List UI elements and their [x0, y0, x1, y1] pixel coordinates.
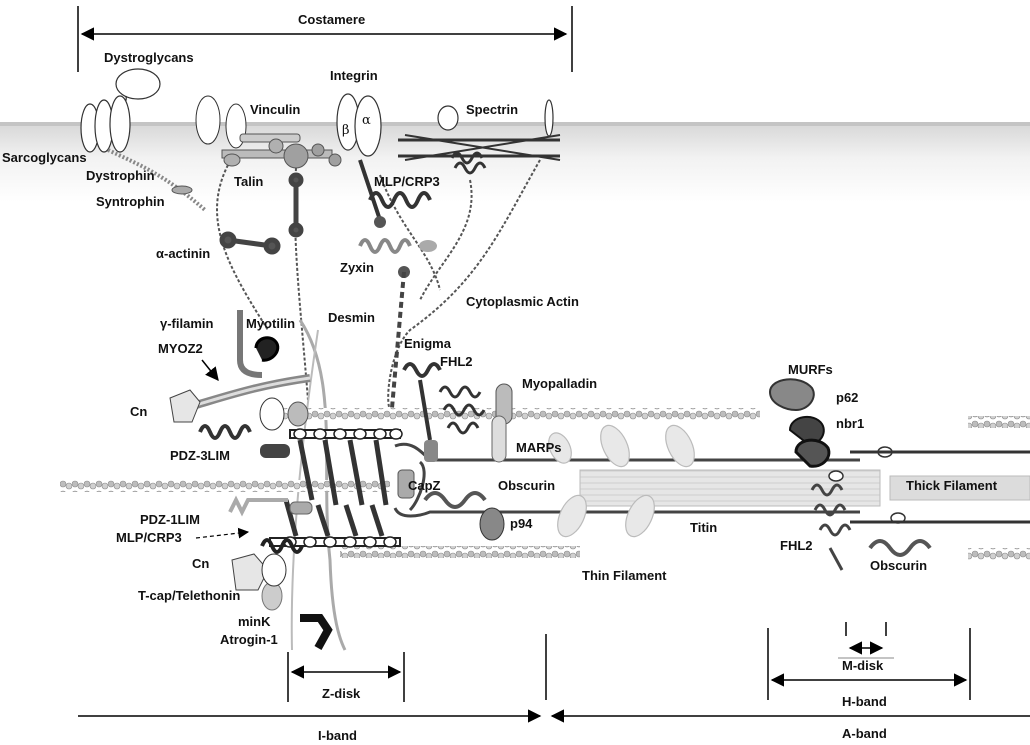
label-myotilin: Myotilin: [246, 316, 295, 331]
label-thin-filament: Thin Filament: [582, 568, 667, 583]
label-i-band: I-band: [318, 728, 357, 743]
label-syntrophin: Syntrophin: [96, 194, 165, 209]
labels: Costamere Dystroglycans Integrin Vinculi…: [2, 12, 998, 743]
label-z-disk: Z-disk: [322, 686, 361, 701]
label-nbr1: nbr1: [836, 416, 864, 431]
label-cn-top: Cn: [130, 404, 147, 419]
myopalladin-shape: [492, 384, 512, 462]
label-murfs: MURFs: [788, 362, 833, 377]
label-thick-filament: Thick Filament: [906, 478, 998, 493]
label-mink: minK: [238, 614, 271, 629]
atrogin-shape: [300, 618, 328, 648]
label-p94: p94: [510, 516, 533, 531]
label-pdz-3lim: PDZ-3LIM: [170, 448, 230, 463]
sarcolemma-membrane: [0, 122, 1030, 202]
obscurin-mid-wave: [425, 493, 485, 507]
label-tcap: T-cap/Telethonin: [138, 588, 240, 603]
myoz2-rod: [196, 378, 310, 405]
label-dystrophin: Dystrophin: [86, 168, 155, 183]
murfs-cluster: [770, 379, 829, 466]
label-obscurin-mid: Obscurin: [498, 478, 555, 493]
label-pdz-1lim: PDZ-1LIM: [140, 512, 200, 527]
label-alpha: α: [362, 113, 371, 128]
label-titin: Titin: [690, 520, 717, 535]
label-costamere: Costamere: [298, 12, 365, 27]
pdz-1lim-strand: [230, 500, 288, 512]
label-integrin: Integrin: [330, 68, 378, 83]
label-beta: β: [342, 123, 350, 138]
label-capz: CapZ: [408, 478, 441, 493]
label-vinculin: Vinculin: [250, 102, 300, 117]
label-a-band: A-band: [842, 726, 887, 741]
label-myopalladin: Myopalladin: [522, 376, 597, 391]
label-p62: p62: [836, 390, 858, 405]
label-dystroglycans: Dystroglycans: [104, 50, 194, 65]
obscurin-right-wave: [870, 541, 930, 555]
label-gamma-filamin: γ-filamin: [160, 316, 214, 331]
label-fhl2-top: FHL2: [440, 354, 473, 369]
label-obscurin-right: Obscurin: [870, 558, 927, 573]
label-myoz2: MYOZ2: [158, 341, 203, 356]
calcineurin-top: [170, 390, 200, 422]
label-sarcoglycans: Sarcoglycans: [2, 150, 87, 165]
label-alpha-actinin: α-actinin: [156, 246, 210, 261]
myoz2-pointer: [202, 360, 218, 380]
label-cytoplasmic-actin: Cytoplasmic Actin: [466, 294, 579, 309]
label-zyxin: Zyxin: [340, 260, 374, 275]
label-marps: MARPs: [516, 440, 562, 455]
mlp-crp3-pointer: [196, 532, 248, 538]
label-mlp-crp3-bottom: MLP/CRP3: [116, 530, 182, 545]
label-spectrin: Spectrin: [466, 102, 518, 117]
label-fhl2-bottom: FHL2: [780, 538, 813, 553]
p94-shape: [480, 508, 504, 540]
label-mlp-crp3-top: MLP/CRP3: [374, 174, 440, 189]
label-atrogin: Atrogin-1: [220, 632, 278, 647]
label-desmin: Desmin: [328, 310, 375, 325]
label-enigma: Enigma: [404, 336, 452, 351]
label-m-disk: M-disk: [842, 658, 884, 673]
syntrophin-shape: [172, 186, 192, 194]
zyxin-coil: [360, 240, 437, 252]
label-h-band: H-band: [842, 694, 887, 709]
label-talin: Talin: [234, 174, 263, 189]
label-cn-bottom: Cn: [192, 556, 209, 571]
